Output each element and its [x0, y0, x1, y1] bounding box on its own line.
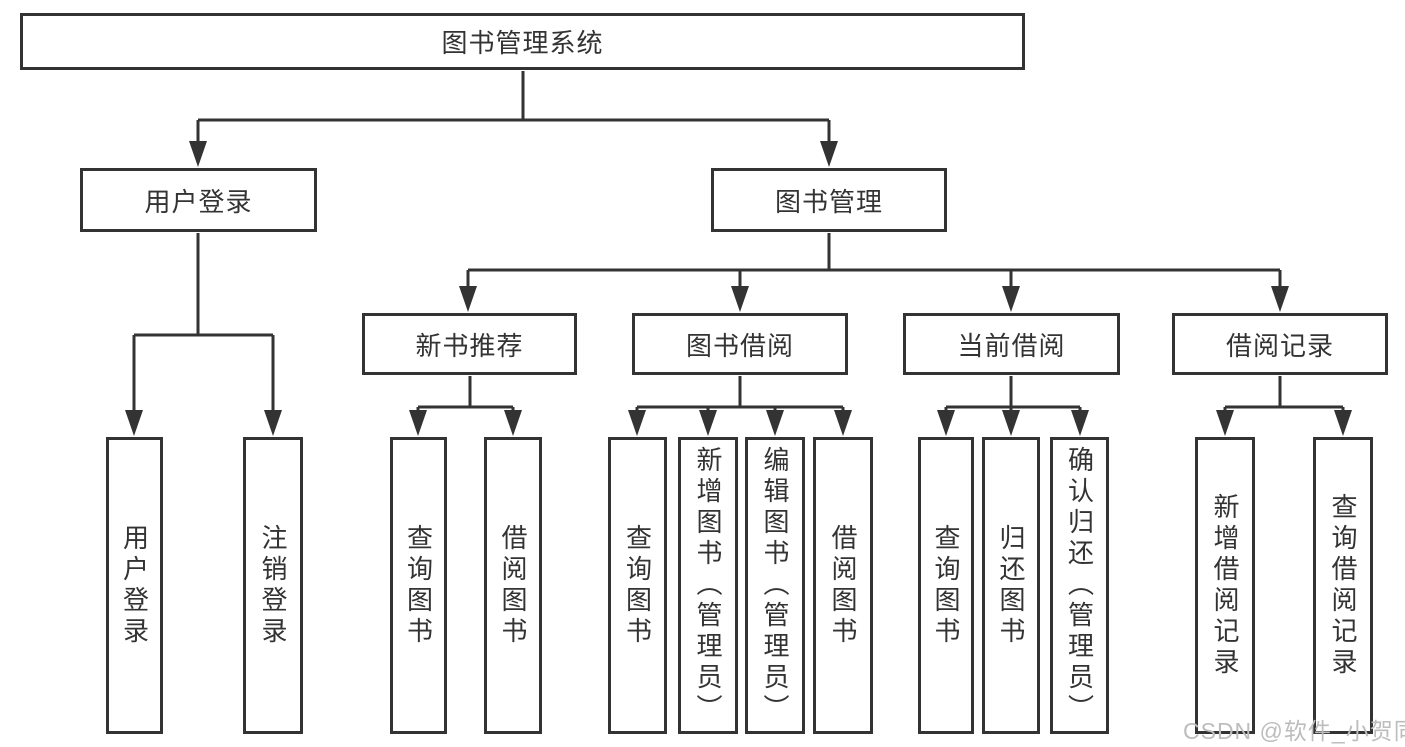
arrow-icon: [699, 410, 717, 436]
node-label: 借阅记录: [1225, 330, 1334, 361]
node-label: 新书推荐: [415, 330, 524, 361]
node-label: 借阅图书: [828, 523, 858, 648]
node-label: 注销登录: [258, 523, 288, 648]
node-label: 查询图书: [622, 523, 653, 648]
arrow-icon: [820, 141, 838, 167]
arrow-icon: [504, 410, 522, 436]
leaf-query-books-2: 查询图书: [608, 437, 667, 734]
node-label: 新增图书（管理员）: [693, 446, 723, 725]
node-label: 新增借阅记录: [1210, 492, 1240, 679]
arrow-icon: [1071, 410, 1089, 436]
arrow-icon: [766, 410, 784, 436]
leaf-confirm-return-admin: 确认归还（管理员）: [1050, 437, 1109, 734]
arrow-icon: [125, 410, 143, 436]
arrow-icon: [1002, 410, 1020, 436]
arrow-icon: [731, 286, 749, 312]
connector-path: [132, 71, 1345, 412]
node-label: 查询图书: [931, 523, 961, 648]
node-label: 用户登录: [119, 523, 150, 648]
node-book-management: 图书管理: [711, 168, 947, 232]
arrow-icon: [264, 410, 282, 436]
node-label: 查询借阅记录: [1328, 492, 1358, 679]
leaf-add-borrow-record: 新增借阅记录: [1195, 437, 1255, 734]
leaf-return-books: 归还图书: [982, 437, 1040, 734]
arrow-icon: [1002, 286, 1020, 312]
leaf-query-books-3: 查询图书: [918, 437, 974, 734]
node-book-borrowing: 图书借阅: [632, 313, 848, 375]
leaf-borrow-books-2: 借阅图书: [813, 437, 873, 734]
leaf-user-login: 用户登录: [106, 437, 163, 734]
leaf-borrow-books-1: 借阅图书: [484, 437, 542, 734]
node-label: 借阅图书: [498, 523, 528, 648]
node-label: 归还图书: [996, 523, 1026, 648]
leaf-logout: 注销登录: [243, 437, 303, 734]
node-label: 图书管理系统: [441, 28, 604, 58]
leaf-query-books-1: 查询图书: [390, 437, 447, 734]
arrow-icon: [1271, 286, 1289, 312]
arrow-icon: [1334, 410, 1352, 436]
leaf-query-borrow-record: 查询借阅记录: [1313, 437, 1373, 734]
node-new-book-recommendation: 新书推荐: [362, 313, 577, 375]
node-borrowing-records: 借阅记录: [1172, 313, 1388, 375]
node-label: 查询图书: [403, 523, 434, 648]
node-label: 图书借阅: [685, 330, 794, 361]
arrow-icon: [628, 410, 646, 436]
node-book-management-system: 图书管理系统: [20, 13, 1025, 70]
arrow-icon: [409, 410, 427, 436]
arrow-icon: [937, 410, 955, 436]
node-current-borrowing: 当前借阅: [903, 313, 1120, 375]
arrow-icon: [834, 410, 852, 436]
node-label: 当前借阅: [957, 330, 1066, 361]
node-label: 用户登录: [144, 186, 253, 217]
node-user-login: 用户登录: [80, 168, 317, 232]
node-label: 确认归还（管理员）: [1064, 446, 1095, 725]
watermark: CSDN @软件_小贺同学: [1183, 718, 1405, 744]
arrow-icon: [459, 286, 477, 312]
arrow-icon: [189, 141, 207, 167]
node-label: 编辑图书（管理员）: [760, 446, 790, 725]
leaf-edit-books-admin: 编辑图书（管理员）: [745, 437, 805, 734]
arrow-icon: [1216, 410, 1234, 436]
leaf-add-books-admin: 新增图书（管理员）: [678, 437, 738, 734]
arrowheads: [125, 141, 1352, 436]
node-label: 图书管理: [774, 186, 883, 217]
